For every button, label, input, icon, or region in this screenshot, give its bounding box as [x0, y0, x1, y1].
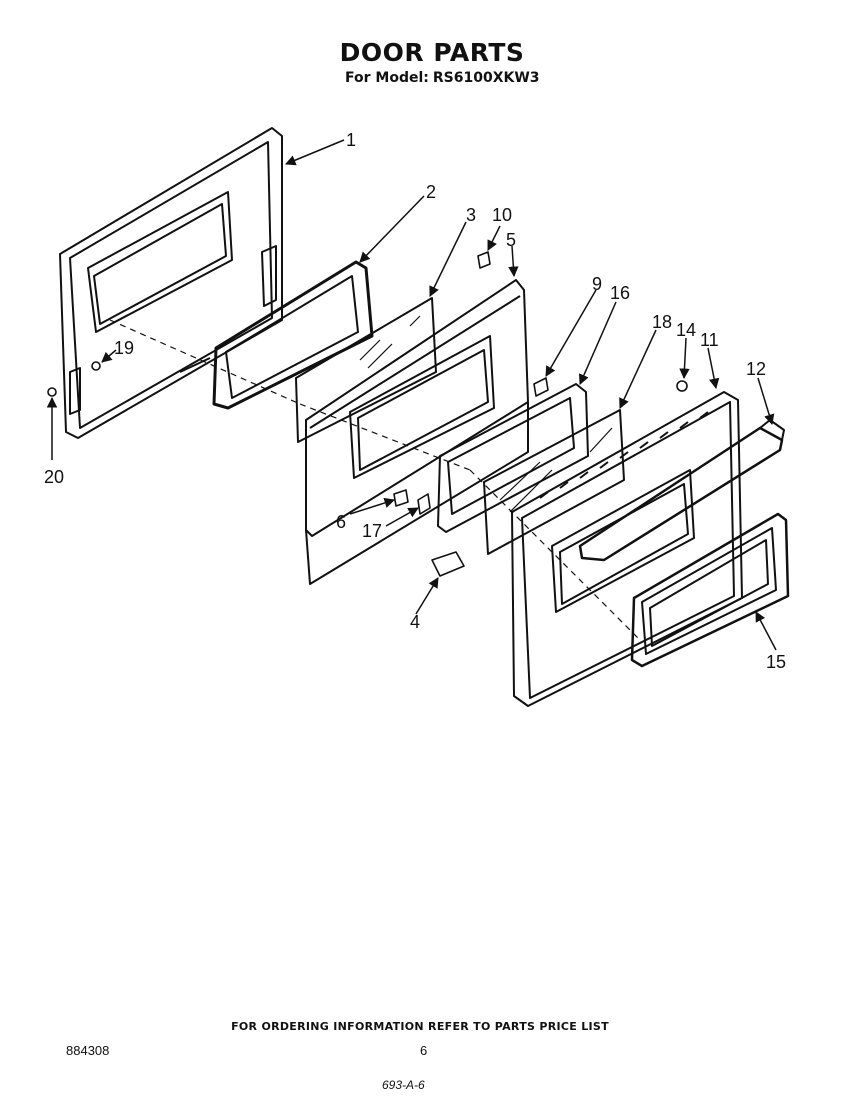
part-inner-glass [295, 297, 437, 443]
callout-17: 17 [362, 521, 382, 541]
callout-14: 14 [676, 320, 696, 340]
leader-11 [707, 347, 720, 390]
leader-1 [285, 139, 345, 166]
callout-16: 16 [610, 283, 630, 303]
ordering-note: FOR ORDERING INFORMATION REFER TO PARTS … [231, 1020, 609, 1033]
leader-18 [619, 329, 657, 409]
leader-5 [508, 245, 519, 278]
callout-5: 5 [506, 230, 516, 250]
part-hardware [47, 251, 688, 577]
leader-14 [679, 337, 690, 380]
callout-2: 2 [426, 182, 436, 202]
part-inner-door-panel [59, 127, 283, 439]
assembly-centerline [109, 319, 641, 641]
callout-3: 3 [466, 205, 476, 225]
model-number: RS6100XKW3 [432, 70, 540, 86]
leader-15 [755, 611, 777, 651]
callout-20: 20 [44, 467, 64, 487]
callout-18: 18 [652, 312, 672, 332]
callout-9: 9 [592, 274, 602, 294]
part-outer-glass [483, 409, 625, 555]
part-outer-trim [630, 512, 790, 668]
part-inner-gasket [212, 260, 374, 410]
callout-4: 4 [410, 612, 420, 632]
leader-12 [757, 377, 775, 426]
callout-15: 15 [766, 652, 786, 672]
callout-12: 12 [746, 359, 766, 379]
leader-19 [101, 349, 117, 363]
callout-11: 11 [700, 330, 719, 350]
part-outer-door-panel [511, 391, 743, 707]
leader-2 [359, 195, 425, 263]
model-subtitle: For Model:RS6100XKW3 [345, 70, 540, 86]
model-label: For Model: [345, 70, 429, 86]
leader-17 [385, 507, 419, 527]
page-title: DOOR PARTS [339, 38, 525, 67]
document-number: 884308 [66, 1043, 110, 1058]
callout-19: 19 [114, 338, 134, 358]
leader-9 [545, 289, 597, 377]
leader-10 [487, 225, 501, 251]
callout-10: 10 [492, 205, 512, 225]
leader-6 [349, 497, 396, 515]
callout-6: 6 [336, 512, 346, 532]
part-glass-support-panel [305, 279, 529, 585]
leader-3 [429, 221, 467, 297]
leader-16 [578, 301, 617, 385]
handwritten-code: 693-A-6 [382, 1078, 425, 1092]
callout-1: 1 [346, 130, 356, 150]
leader-4 [415, 577, 439, 615]
part-glass-retainer [437, 383, 589, 533]
page-number: 6 [420, 1043, 428, 1058]
